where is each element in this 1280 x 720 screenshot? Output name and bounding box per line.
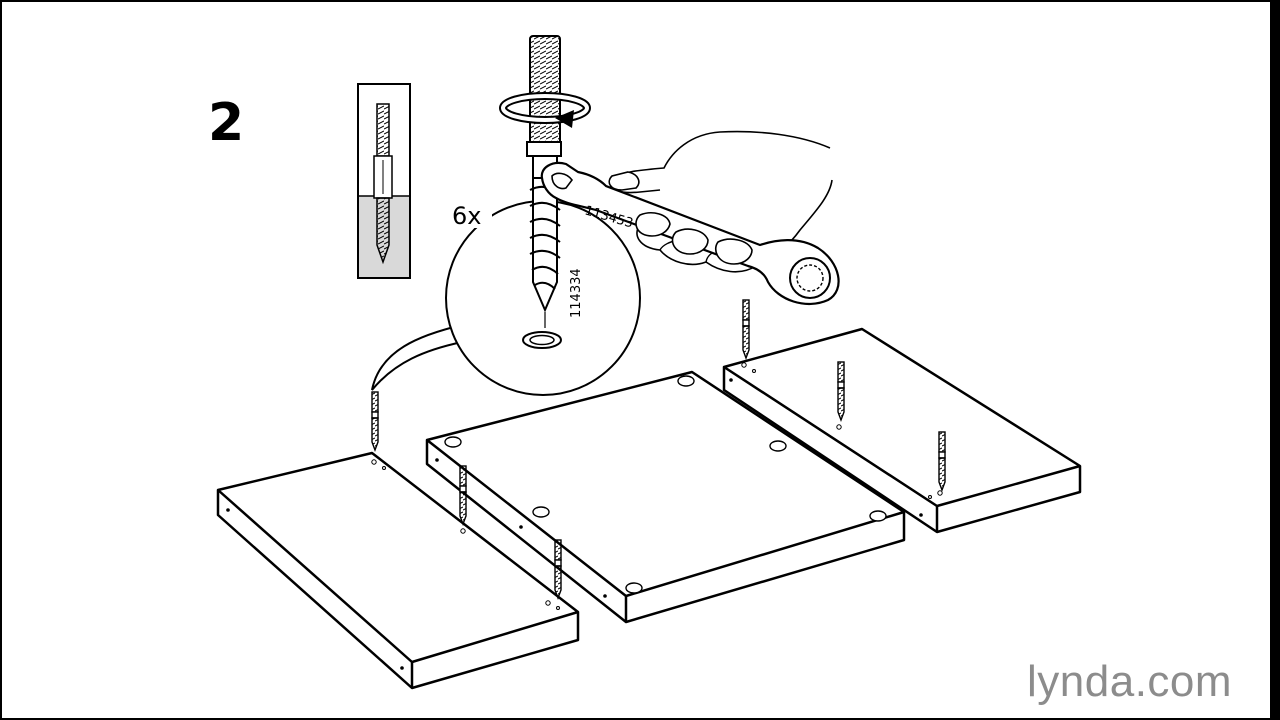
screw-icon (371, 299, 946, 600)
watermark-brand: lynda (1027, 657, 1135, 706)
screw-part-number: 114334 (569, 268, 584, 318)
inset-detail-box (357, 83, 411, 279)
screw-icon (373, 103, 393, 265)
center-top-panel (425, 370, 906, 624)
rotation-arrow-icon (499, 92, 591, 128)
step-number: 2 (208, 93, 244, 153)
watermark-logo: lynda.com (1027, 657, 1232, 706)
hand-fingers (608, 171, 753, 265)
quantity-label: 6x (452, 202, 481, 230)
left-side-panel (216, 451, 580, 690)
watermark-suffix: .com (1135, 657, 1232, 706)
magnifier-callout (371, 200, 641, 396)
right-side-panel (722, 327, 1082, 534)
